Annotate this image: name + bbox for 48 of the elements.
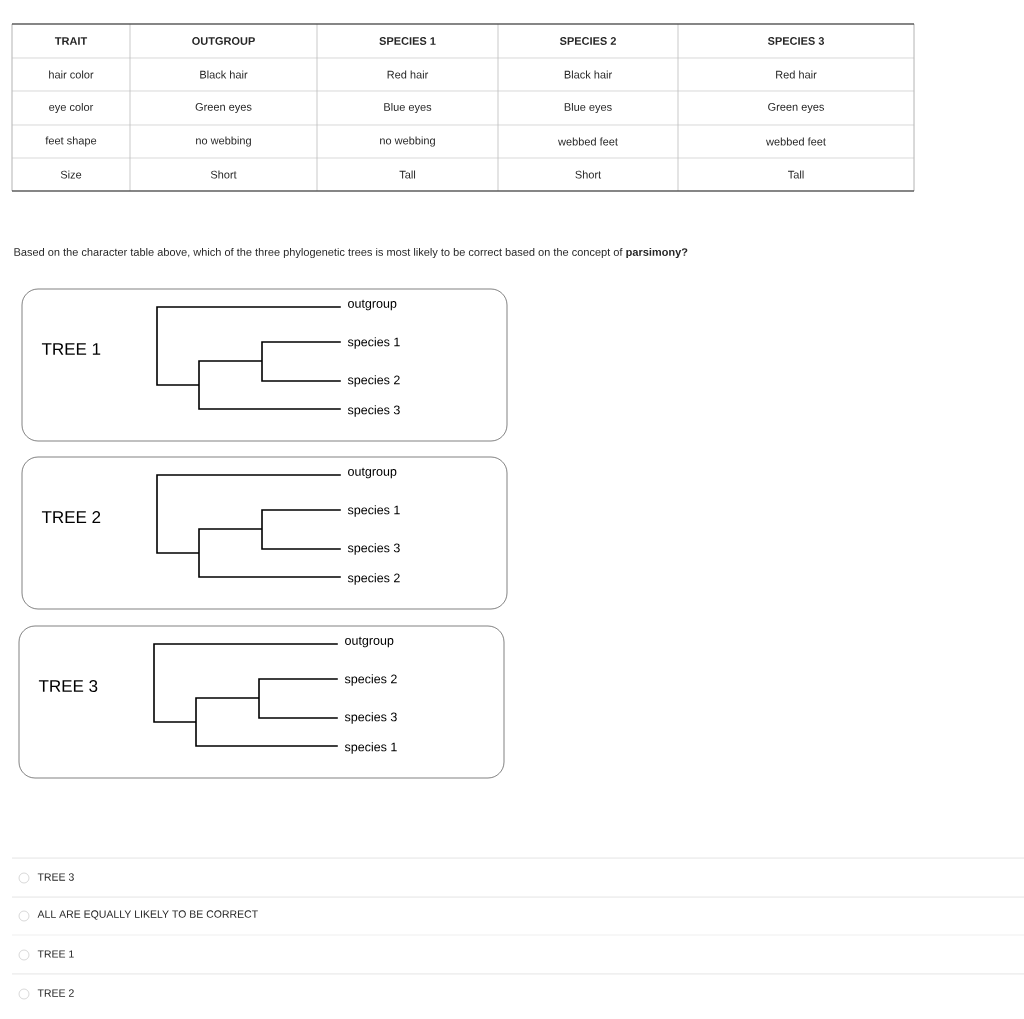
- table-cell: Tall: [788, 170, 804, 179]
- table-cell: no webbing: [196, 136, 251, 147]
- taxon-label: species 3: [347, 405, 400, 417]
- table-cell: Short: [575, 170, 602, 179]
- column-header: OUTGROUP: [192, 37, 255, 45]
- answer-option: TREE 2: [37, 989, 74, 997]
- answer-option: ALL ARE EQUALLY LIKELY TO BE CORRECT: [37, 910, 258, 920]
- taxon-label: species 2: [344, 674, 397, 686]
- table-cell: eye color: [49, 102, 94, 114]
- table-cell: Size: [60, 170, 82, 179]
- question-text: Based on the character table above, which of the three phylogenetic trees is most likely to be correct based on the concept of parsimony?: [14, 247, 688, 259]
- table-cell: Blue eyes: [564, 102, 612, 114]
- table-cell: Tall: [399, 170, 416, 179]
- tree-panel: [18, 625, 505, 779]
- table-cell: Green eyes: [768, 103, 825, 113]
- taxon-label: species 3: [344, 712, 397, 724]
- table-cell: hair color: [49, 70, 94, 79]
- table-cell: no webbing: [380, 136, 435, 147]
- column-header: SPECIES 2: [559, 37, 616, 45]
- taxon-label: outgroup: [348, 299, 397, 311]
- table-cell: Short: [210, 170, 237, 179]
- table-cell: Blue eyes: [384, 102, 432, 114]
- taxon-label: species 1: [347, 505, 400, 517]
- taxon-label: species 1: [344, 742, 397, 754]
- table-cell: Black hair: [564, 70, 612, 79]
- table-cell: Black hair: [200, 70, 248, 79]
- answer-option: TREE 3: [37, 873, 74, 881]
- tree-label: TREE 1: [41, 343, 101, 355]
- column-header: TRAIT: [54, 37, 88, 45]
- table-cell: webbed feet: [766, 137, 826, 146]
- tree-label: TREE 3: [38, 680, 98, 693]
- taxon-label: species 3: [347, 543, 400, 555]
- taxon-label: species 1: [347, 337, 400, 349]
- table-cell: webbed feet: [558, 137, 618, 146]
- tree-label: TREE 2: [41, 511, 101, 523]
- taxon-label: species 2: [347, 375, 400, 387]
- taxon-label: outgroup: [345, 636, 394, 648]
- table-cell: Red hair: [776, 70, 817, 79]
- column-header: SPECIES 3: [767, 37, 825, 45]
- tree-panel: [21, 456, 508, 610]
- table-cell: Green eyes: [195, 103, 252, 113]
- column-header: SPECIES 1: [379, 37, 436, 45]
- table-cell: feet shape: [45, 136, 97, 147]
- answer-option: TREE 1: [37, 950, 74, 958]
- taxon-label: outgroup: [348, 467, 397, 479]
- taxon-label: species 2: [347, 573, 400, 585]
- table-cell: Red hair: [387, 70, 429, 79]
- tree-panel: [21, 288, 508, 442]
